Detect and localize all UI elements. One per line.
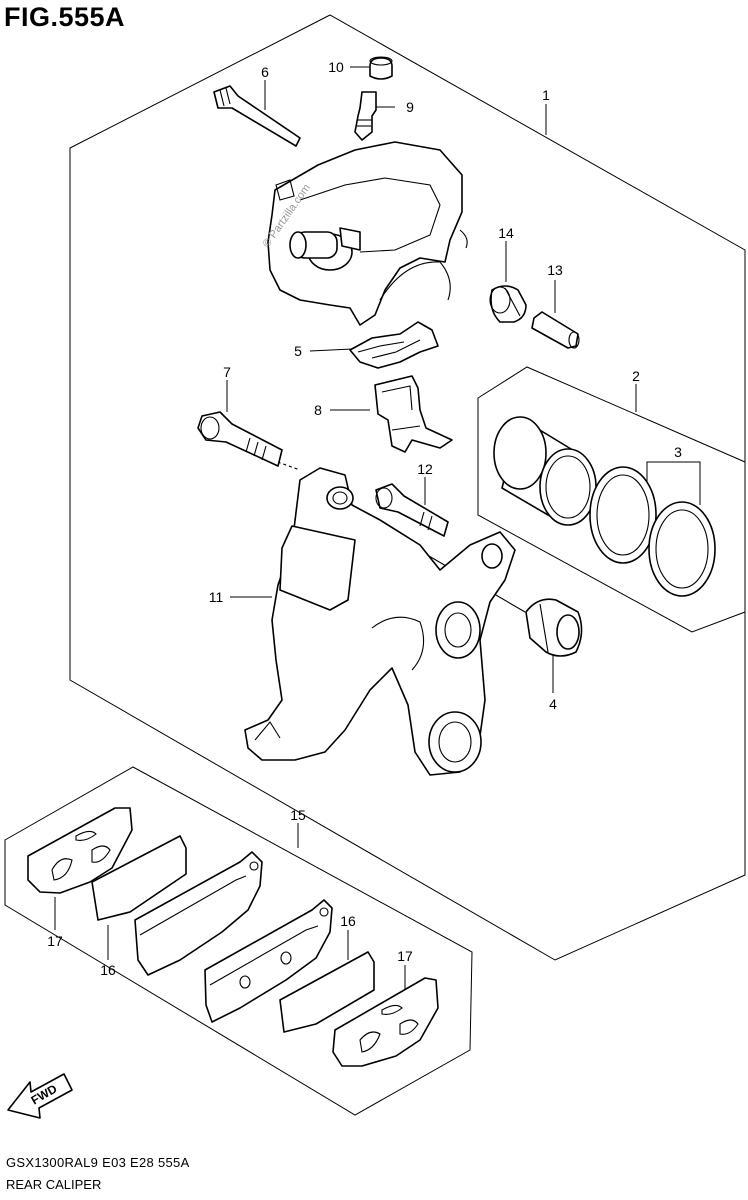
bleeder-valve-part: [354, 91, 377, 141]
pad-shim-part: [27, 807, 133, 894]
boot-part: [489, 285, 527, 323]
callout-label: 3: [674, 444, 682, 460]
callout-label: 6: [261, 64, 269, 80]
callout-label: 12: [417, 461, 433, 477]
callout-label: 9: [406, 99, 414, 115]
slide-pin-part: [375, 483, 449, 537]
callout-label: 15: [290, 807, 306, 823]
callout-label: 5: [294, 343, 302, 359]
pad-insulator-part: [91, 835, 187, 921]
bracket-boot-part: [525, 598, 583, 657]
diagram-name: REAR CALIPER: [6, 1177, 102, 1192]
callout-label: 13: [547, 262, 563, 278]
bleeder-cap-part: [369, 56, 393, 80]
piston-group-outline: [477, 366, 746, 633]
callout-label: 16: [340, 913, 356, 929]
forward-direction-arrow: FWD: [7, 1073, 73, 1119]
callout-label: 11: [209, 589, 224, 605]
callout-label: 4: [549, 696, 557, 712]
mounting-bolt-part: [197, 411, 283, 467]
brake-pad-part: [134, 851, 263, 976]
callout-label: 8: [314, 402, 322, 418]
callout-label: 1: [542, 87, 550, 103]
piston-seal-part: [589, 466, 716, 597]
spring-plate-part: [374, 375, 453, 453]
callout-label: 17: [397, 948, 413, 964]
figure-title: FIG.555A: [4, 2, 126, 32]
callout-label: 10: [328, 59, 344, 75]
callout-labels: 1 2 3 4 5 6 7 8 9 10 11 12 13 14 15 16 1…: [47, 59, 682, 978]
callout-label: 7: [223, 364, 231, 380]
pad-shim-part: [332, 977, 439, 1067]
pad-set-outline: [4, 766, 473, 1116]
caliper-assembly-outline: [69, 14, 746, 961]
model-code: GSX1300RAL9 E03 E28 555A: [6, 1155, 190, 1170]
caliper-body-part: [267, 141, 468, 326]
piston-part: [493, 416, 597, 526]
sleeve-part: [531, 311, 580, 349]
pad-spring-part: [349, 321, 439, 369]
caliper-bracket-part: [244, 467, 516, 776]
pad-insulator-part: [279, 951, 375, 1033]
callout-label: 16: [100, 962, 116, 978]
callout-label: 14: [498, 225, 514, 241]
callout-label: 17: [47, 933, 63, 949]
callout-label: 2: [632, 368, 640, 384]
pad-pin-part: [213, 85, 301, 147]
brake-pad-part: [204, 899, 333, 1023]
